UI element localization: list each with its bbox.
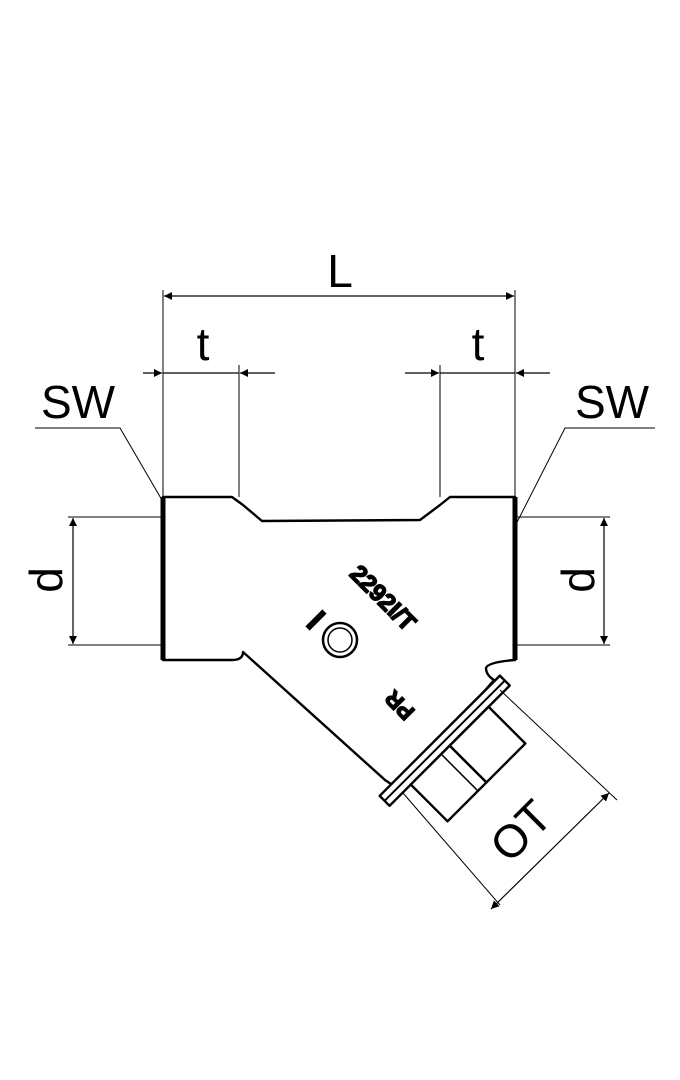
diameter-label-left: d xyxy=(20,567,72,593)
thread-label-right: t xyxy=(472,318,485,370)
strainer-body: 2292I/T PR xyxy=(160,495,527,823)
cap-size-label: OT xyxy=(480,790,562,872)
thread-dimension-left: t xyxy=(143,318,275,497)
diameter-label-right: d xyxy=(552,567,604,593)
thread-label-left: t xyxy=(197,318,210,370)
marking-dots xyxy=(305,609,327,631)
diameter-dimension-right: d xyxy=(515,516,610,646)
thread-dimension-right: t xyxy=(405,318,550,497)
wrench-label-right: SW xyxy=(575,376,650,428)
length-dimension: L xyxy=(162,245,516,497)
wrench-label-left: SW xyxy=(41,376,116,428)
certification-seal-icon xyxy=(321,621,359,659)
diameter-dimension-left: d xyxy=(20,516,163,646)
length-label: L xyxy=(327,245,353,297)
